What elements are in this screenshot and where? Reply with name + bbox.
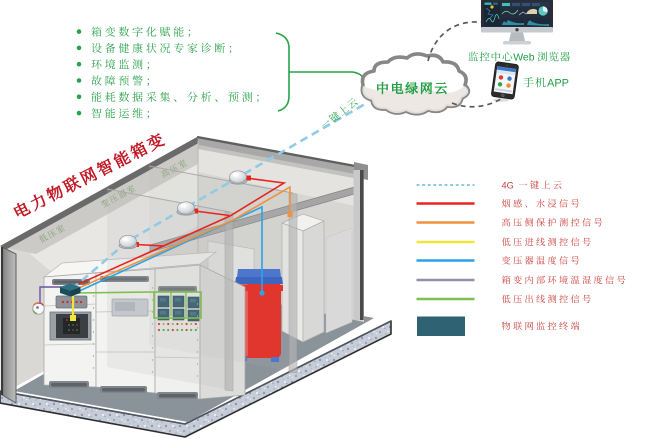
svg-text:4G: 4G [502, 180, 514, 190]
svg-text:APP: APP [547, 78, 569, 90]
svg-text:Web: Web [513, 52, 535, 64]
